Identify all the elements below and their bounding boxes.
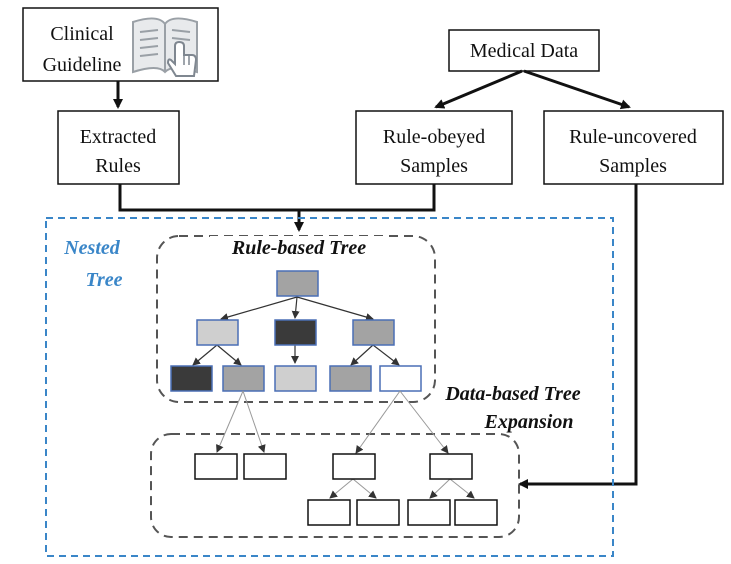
expansion-node-8 [454, 499, 498, 526]
expansion-node-2 [243, 453, 287, 480]
expansion-node-3 [332, 453, 376, 480]
clinical-guideline-line1: Clinical [50, 23, 114, 45]
medical-data-label: Medical Data [470, 40, 578, 62]
expansion-node-7 [407, 499, 451, 526]
rule-obeyed-samples-box: Rule-obeyed Samples [355, 110, 513, 185]
rule-tree-node-l1-left [196, 319, 239, 346]
top-connectors [113, 69, 638, 489]
data-expansion-label-line2: Expansion [484, 411, 574, 433]
rule-obeyed-line1: Rule-obeyed [383, 126, 485, 148]
rule-tree-node-l1-right [352, 319, 395, 346]
extracted-rules-line2: Rules [95, 155, 141, 177]
rule-uncovered-line1: Rule-uncovered [569, 126, 697, 148]
rule-tree-leaf-5 [379, 365, 422, 392]
clinical-guideline-line2: Guideline [43, 54, 122, 76]
expansion-edges [216, 390, 475, 499]
nested-tree-label-line1: Nested [63, 237, 121, 259]
rule-tree-edges [192, 296, 400, 366]
rule-tree-leaf-1 [170, 365, 213, 392]
rule-based-tree-container [156, 235, 436, 403]
rule-tree-root-node [276, 270, 319, 297]
nested-tree-label-line2: Tree [85, 269, 122, 291]
open-book-hand-icon [132, 17, 198, 77]
rule-based-tree-title: Rule-based Tree [231, 237, 366, 259]
clinical-guideline-box: Clinical Guideline [22, 7, 219, 82]
nested-tree-container [45, 217, 614, 557]
expansion-node-1 [194, 453, 238, 480]
medical-data-box: Medical Data [448, 29, 600, 72]
rule-tree-nodes [170, 270, 422, 392]
extracted-rules-box: Extracted Rules [57, 110, 180, 185]
rule-uncovered-line2: Samples [599, 155, 667, 177]
expansion-node-6 [356, 499, 400, 526]
data-expansion-label-line1: Data-based Tree [444, 383, 580, 405]
rule-tree-leaf-2 [222, 365, 265, 392]
rule-tree-node-l1-mid [274, 319, 317, 346]
extracted-rules-line1: Extracted [80, 126, 157, 148]
rule-based-tree-title-bg [210, 236, 388, 256]
rule-tree-leaf-3 [274, 365, 317, 392]
rule-obeyed-line2: Samples [400, 155, 468, 177]
expansion-nodes [194, 453, 498, 526]
data-based-expansion-container [150, 433, 520, 538]
rule-tree-leaf-4 [329, 365, 372, 392]
expansion-node-4 [429, 453, 473, 480]
expansion-node-5 [307, 499, 351, 526]
rule-uncovered-samples-box: Rule-uncovered Samples [543, 110, 724, 185]
